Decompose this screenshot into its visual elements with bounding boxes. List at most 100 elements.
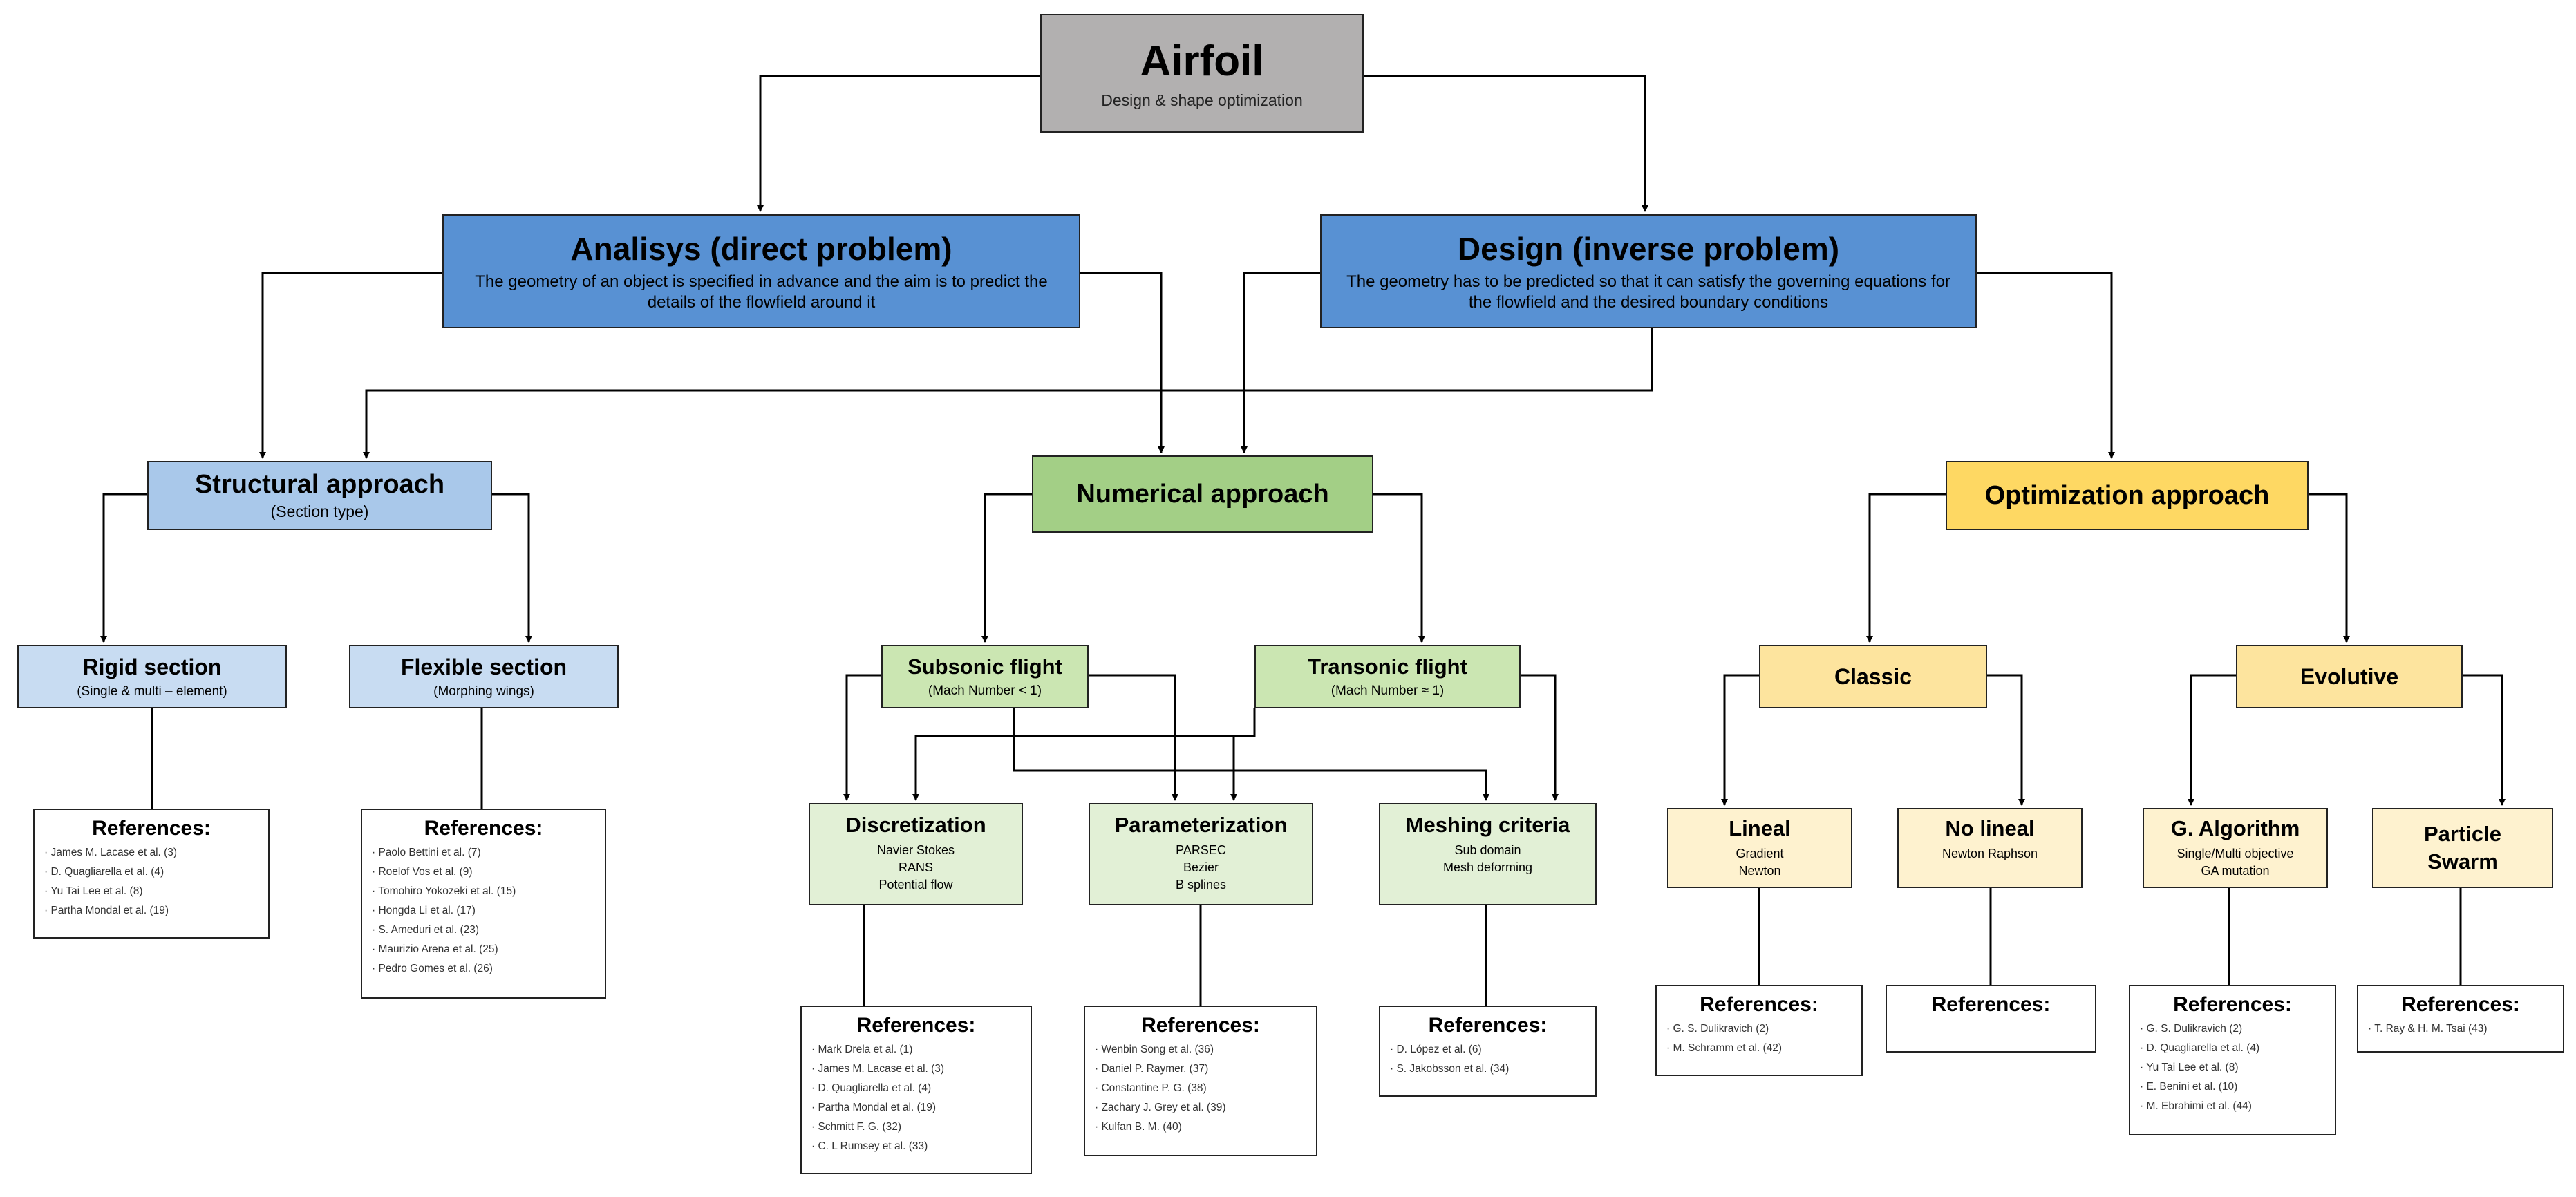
reference-list: G. S. Dulikravich (2) D. Quagliarella et… (2130, 1019, 2335, 1116)
edge-transonic-meshing (1521, 674, 1559, 801)
reference-list: D. López et al. (6) S. Jakobsson et al. … (1380, 1040, 1595, 1079)
optimization-approach-node: Optimization approach (1946, 461, 2309, 530)
evolutive-node: Evolutive (2236, 645, 2463, 708)
reference-item: Wenbin Song et al. (36) (1095, 1040, 1316, 1059)
reference-item: Yu Tai Lee et al. (8) (2140, 1058, 2335, 1077)
reference-item: D. Quagliarella et al. (4) (811, 1079, 1031, 1098)
reference-list: Wenbin Song et al. (36) Daniel P. Raymer… (1085, 1040, 1316, 1137)
lineal-title: Lineal (1729, 816, 1791, 840)
reference-item: Tomohiro Yokozeki et al. (15) (372, 882, 605, 901)
transonic-subtitle: (Mach Number ≈ 1) (1331, 684, 1445, 698)
discretization-title: Discretization (845, 813, 986, 837)
edge-classic-lineal (1721, 674, 1759, 806)
rigid-subtitle: (Single & multi – element) (77, 684, 227, 699)
reference-item: Yu Tai Lee et al. (8) (44, 882, 268, 901)
reference-item: D. Quagliarella et al. (4) (44, 863, 268, 882)
references-title: References: (2173, 993, 2292, 1016)
transonic-flight-node: Transonic flight (Mach Number ≈ 1) (1254, 645, 1521, 708)
references-particle: References: T. Ray & H. M. Tsai (43) (2357, 985, 2564, 1053)
edge-optimization-evolutive (2309, 493, 2350, 643)
references-title: References: (424, 817, 543, 840)
reference-item: T. Ray & H. M. Tsai (43) (2368, 1019, 2563, 1039)
reference-item: D. Quagliarella et al. (4) (2140, 1039, 2335, 1058)
references-parameterization: References: Wenbin Song et al. (36) Dani… (1084, 1006, 1317, 1156)
reference-item: C. L Rumsey et al. (33) (811, 1137, 1031, 1156)
reference-item: Partha Mondal et al. (19) (44, 901, 268, 921)
edge-optimization-classic (1866, 493, 1946, 643)
galgorithm-item: GA mutation (2201, 864, 2270, 878)
edge-classic-nolineal (1987, 674, 2025, 806)
discretization-item: Potential flow (878, 878, 953, 892)
edge-analysis-numerical (1080, 272, 1165, 453)
flexible-title: Flexible section (400, 654, 567, 679)
structural-subtitle: (Section type) (270, 502, 369, 520)
reference-list: G. S. Dulikravich (2) M. Schramm et al. … (1657, 1019, 1861, 1058)
discretization-item: RANS (898, 860, 933, 874)
subsonic-subtitle: (Mach Number < 1) (928, 684, 1042, 698)
reference-item: Mark Drela et al. (1) (811, 1040, 1031, 1059)
classic-title: Classic (1834, 663, 1912, 689)
reference-item: Daniel P. Raymer. (37) (1095, 1059, 1316, 1079)
subsonic-flight-node: Subsonic flight (Mach Number < 1) (881, 645, 1089, 708)
edge-structural-rigid (100, 493, 147, 643)
references-title: References: (856, 1014, 976, 1037)
reference-item: S. Ameduri et al. (23) (372, 921, 605, 940)
parameterization-title: Parameterization (1114, 813, 1288, 837)
reference-item: S. Jakobsson et al. (34) (1390, 1059, 1595, 1079)
nolineal-title: No lineal (1945, 816, 2035, 840)
rigid-title: Rigid section (82, 654, 222, 679)
parameterization-item: Bezier (1183, 860, 1219, 874)
discretization-item: Navier Stokes (876, 843, 955, 857)
flexible-section-node: Flexible section (Morphing wings) (349, 645, 619, 708)
design-node: Design (inverse problem) The geometry ha… (1320, 214, 1977, 328)
parameterization-item: B splines (1175, 878, 1227, 892)
design-description: The geometry has to be predicted so that… (1346, 272, 1950, 312)
reference-item: Pedro Gomes et al. (26) (372, 959, 605, 979)
structural-title: Structural approach (194, 470, 445, 499)
reference-item: Maurizio Arena et al. (25) (372, 940, 605, 959)
parameterization-item: PARSEC (1176, 843, 1226, 857)
optimization-title: Optimization approach (1984, 480, 2270, 510)
references-discretization: References: Mark Drela et al. (1) James … (800, 1006, 1032, 1174)
edge-root-design (1364, 75, 1648, 212)
no-lineal-node: No lineal Newton Raphson (1897, 808, 2083, 888)
references-title: References: (1428, 1014, 1548, 1037)
meshing-title: Meshing criteria (1405, 813, 1570, 837)
reference-item: Kulfan B. M. (40) (1095, 1118, 1316, 1137)
numerical-title: Numerical approach (1076, 479, 1329, 509)
reference-list: Paolo Bettini et al. (7) Roelof Vos et a… (362, 843, 605, 979)
nolineal-item: Newton Raphson (1942, 847, 2038, 860)
reference-list: James M. Lacase et al. (3) D. Quagliarel… (35, 843, 268, 921)
lineal-node: Lineal Gradient Newton (1667, 808, 1852, 888)
parameterization-node: Parameterization PARSEC Bezier B splines (1089, 803, 1313, 905)
references-title: References: (2401, 993, 2520, 1016)
particle-swarm-node: Particle Swarm (2372, 808, 2553, 888)
design-title: Design (inverse problem) (1457, 230, 1840, 267)
references-flexible: References: Paolo Bettini et al. (7) Roe… (361, 809, 606, 999)
reference-item: Zachary J. Grey et al. (39) (1095, 1098, 1316, 1118)
classic-node: Classic (1759, 645, 1987, 708)
edge-design-optimization-2 (1977, 272, 2115, 459)
reference-item: Hongda Li et al. (17) (372, 901, 605, 921)
airfoil-node: Airfoil Design & shape optimization (1040, 14, 1364, 133)
reference-item: G. S. Dulikravich (2) (1666, 1019, 1861, 1039)
reference-item: Roelof Vos et al. (9) (372, 863, 605, 882)
transonic-title: Transonic flight (1308, 654, 1467, 679)
edge-design-numerical (1241, 272, 1320, 453)
references-title: References: (92, 817, 211, 840)
structural-approach-node: Structural approach (Section type) (147, 461, 492, 530)
reference-list: Mark Drela et al. (1) James M. Lacase et… (802, 1040, 1031, 1156)
analysis-title: Analisys (direct problem) (570, 230, 952, 267)
edge-evolutive-galgorithm (2188, 674, 2236, 806)
galgorithm-title: G. Algorithm (2170, 816, 2300, 840)
meshing-criteria-node: Meshing criteria Sub domain Mesh deformi… (1379, 803, 1597, 905)
analysis-description: The geometry of an object is specified i… (475, 272, 1048, 312)
reference-item: M. Schramm et al. (42) (1666, 1039, 1861, 1058)
meshing-item: Mesh deforming (1442, 860, 1533, 874)
edge-evolutive-particle (2463, 674, 2506, 806)
edge-design-optimization (363, 328, 1653, 459)
galgorithm-item: Single/Multi objective (2177, 847, 2294, 860)
reference-item: James M. Lacase et al. (3) (44, 843, 268, 863)
lineal-item: Gradient (1736, 847, 1784, 860)
